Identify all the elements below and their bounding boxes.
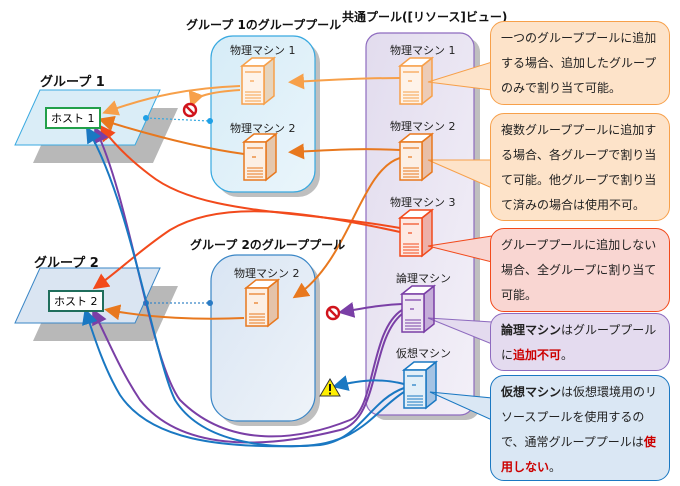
group2-pool (210, 254, 320, 426)
g2-pm2-server-icon (243, 278, 281, 328)
g1-pm1-server-icon (239, 56, 277, 106)
callout-text: 。 (561, 348, 574, 362)
virtual-server-icon (401, 360, 439, 410)
prohibited-icon (325, 305, 341, 321)
g1-machine-label-2: 物理マシン 2 (230, 122, 296, 135)
common-machine-label-3: 物理マシン 3 (390, 196, 456, 209)
group1-title: グループ 1 (40, 75, 105, 90)
link-virtual-to-host1 (85, 126, 405, 448)
common-pm1-server-icon (397, 56, 435, 106)
link-cpm2-to-g1pm2 (288, 143, 401, 160)
link-g1pm1-to-host1 (102, 85, 241, 116)
callout-text: グループプールに追加しない場合、全グループに割り当て可能。 (501, 238, 657, 302)
link-cpm3-to-host2 (92, 210, 401, 290)
link-virtual-to-host2 (82, 308, 405, 448)
prohibited-icon (182, 102, 198, 118)
group2-title: グループ 2 (34, 256, 99, 271)
group1-pool-link (143, 115, 213, 124)
g1-machine-label-1: 物理マシン 1 (230, 44, 296, 57)
common-pm2-server-icon (397, 132, 435, 182)
link-cpm2-to-g2pm2 (292, 157, 401, 299)
link-g2pm2-to-host2 (104, 304, 245, 321)
host2[interactable]: ホスト 2 (48, 290, 104, 312)
common-machine-label-virtual: 仮想マシン (396, 347, 451, 360)
common-pool-title: 共通プール([リソース]ビュー) (342, 10, 508, 24)
callout-bold: 論理マシン (501, 323, 562, 337)
group1-pool-title: グループ 1のグループプール (186, 18, 342, 32)
common-machine-label-logical: 論理マシン (396, 272, 451, 285)
group2-pool-title: グループ 2のグループプール (190, 238, 346, 252)
host1[interactable]: ホスト 1 (45, 107, 101, 129)
link-g1pm1-blocked (188, 89, 241, 108)
common-pm3-server-icon (397, 208, 435, 258)
callout-text: 複数グループプールに追加する場合、各グループで割り当て可能。他グループで割り当て… (501, 123, 657, 212)
common-machine-label-1: 物理マシン 1 (390, 44, 456, 57)
callout-logical: 論理マシンはグループプールに追加不可。 (490, 313, 670, 371)
link-logical-blocked (338, 302, 403, 318)
callout-virtual: 仮想マシンは仮想環境用のリソースプールを使用するので、通常グループプールは使用し… (490, 375, 670, 481)
link-cpm1-to-g1pm1 (288, 73, 401, 90)
logical-server-icon (399, 284, 437, 334)
callout-text: 。 (549, 460, 562, 474)
callout-text: は仮想環境用のリソースプールを使用するので、通常グループプールは (501, 385, 658, 449)
callout-no-group: グループプールに追加しない場合、全グループに割り当て可能。 (490, 228, 670, 312)
callout-red: 使用しない (501, 435, 656, 474)
callout-bold: 仮想マシン (501, 385, 562, 399)
common-machine-label-2: 物理マシン 2 (390, 120, 456, 133)
warning-icon (319, 378, 341, 397)
callout-text: 一つのグループプールに追加する場合、追加したグループのみで割り当て可能。 (501, 31, 657, 95)
link-g1pm2-to-host1 (98, 115, 245, 155)
link-virtual-blocked (332, 375, 405, 391)
g1-pm2-server-icon (241, 132, 279, 182)
callout-red: 追加不可 (513, 348, 562, 362)
g2-machine-label-1: 物理マシン 2 (234, 267, 300, 280)
callout-single-group: 一つのグループプールに追加する場合、追加したグループのみで割り当て可能。 (490, 21, 670, 105)
callout-multi-group: 複数グループプールに追加する場合、各グループで割り当て可能。他グループで割り当て… (490, 113, 670, 221)
callout-text: はグループプールに (501, 323, 657, 362)
